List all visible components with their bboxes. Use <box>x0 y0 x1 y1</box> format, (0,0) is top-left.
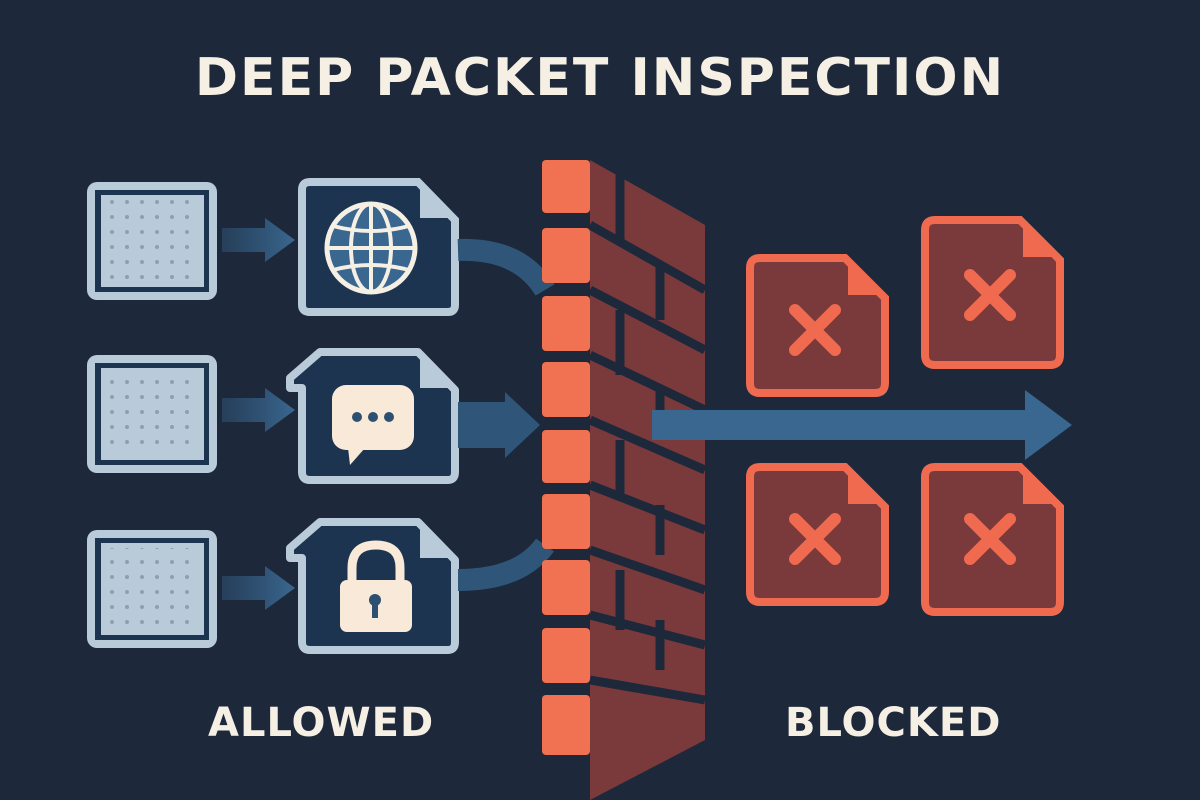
curved-arrow <box>457 538 554 591</box>
blocked-packet <box>746 463 889 606</box>
padlock-icon <box>340 540 412 632</box>
pass-through-arrow <box>652 390 1072 460</box>
x-icon <box>789 304 841 356</box>
blocked-packet <box>921 216 1064 369</box>
allowed-label: ALLOWED <box>208 700 435 746</box>
x-icon <box>964 269 1016 321</box>
blocked-label: BLOCKED <box>785 700 1002 746</box>
arrow <box>458 392 540 458</box>
blocked-packet <box>921 463 1064 616</box>
allowed-row-3 <box>87 518 554 654</box>
inspected-packet-chat <box>286 348 459 484</box>
allowed-row-2 <box>87 348 540 484</box>
x-icon <box>964 513 1016 565</box>
globe-icon <box>324 201 418 295</box>
arrow <box>222 388 295 432</box>
diagram-title: DEEP PACKET INSPECTION <box>194 48 1006 108</box>
firewall-icon <box>542 160 708 800</box>
raw-packet <box>87 355 217 473</box>
arrow <box>222 218 295 262</box>
curved-arrow <box>457 238 555 297</box>
x-icon <box>789 513 841 565</box>
blocked-packet <box>746 254 889 397</box>
allowed-row-1 <box>87 178 555 316</box>
arrow <box>222 566 295 610</box>
inspected-packet-secure <box>286 518 459 654</box>
raw-packet <box>87 530 217 648</box>
inspected-packet-web <box>298 178 459 316</box>
chat-bubble-icon <box>332 385 414 465</box>
raw-packet <box>87 182 217 300</box>
